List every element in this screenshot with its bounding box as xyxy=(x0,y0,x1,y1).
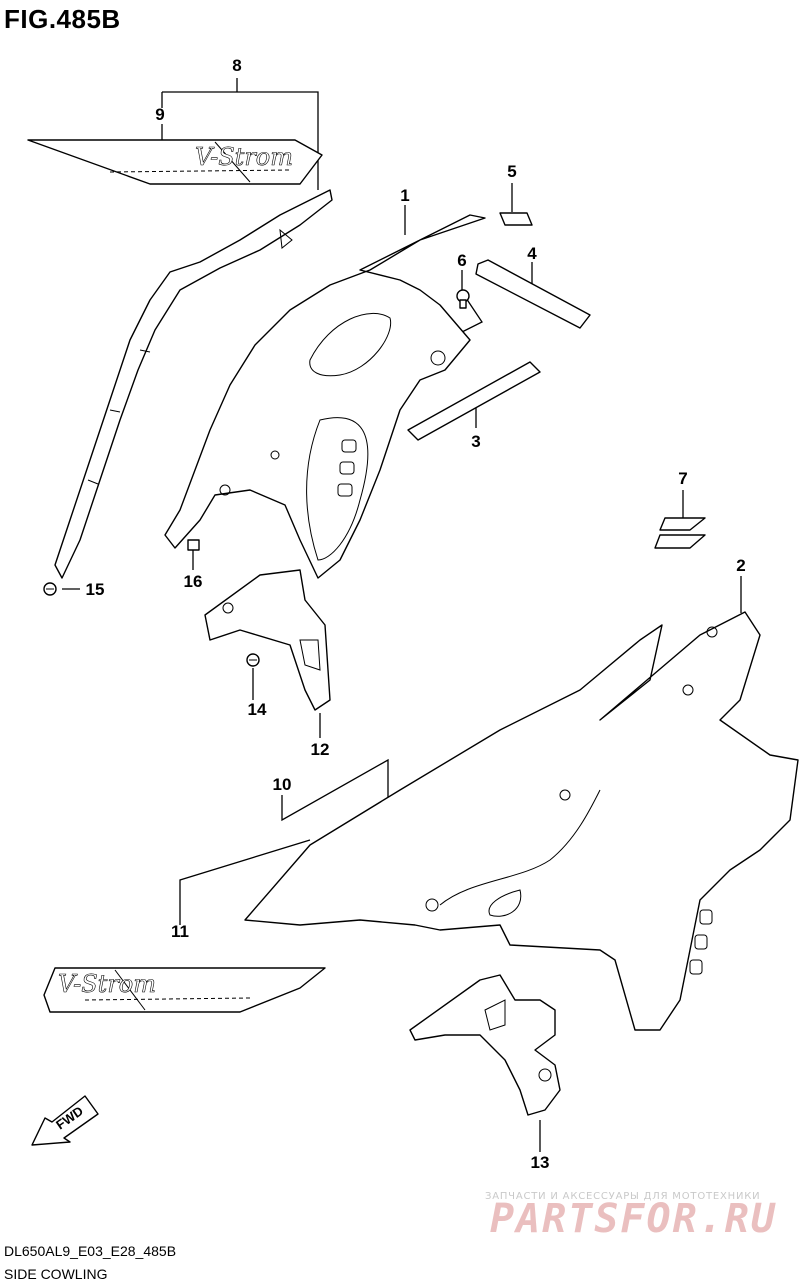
callout-15: 15 xyxy=(85,580,105,599)
pad-part-5 xyxy=(499,212,533,226)
callout-4: 4 xyxy=(527,244,537,263)
lower-decal-part-11 xyxy=(43,967,326,1013)
callout-8: 8 xyxy=(232,56,242,75)
callout-10: 10 xyxy=(272,775,292,794)
callout-5: 5 xyxy=(507,162,517,181)
callout-11: 11 xyxy=(171,922,189,941)
side-cowling-part-1 xyxy=(164,214,486,579)
screw-part-14 xyxy=(246,653,260,667)
upper-decal-part-9 xyxy=(27,139,323,185)
callout-9: 9 xyxy=(155,105,165,124)
callout-16: 16 xyxy=(183,572,203,591)
watermark-brand: PARTSFOR.RU xyxy=(490,1196,777,1242)
callout-13: 13 xyxy=(530,1153,550,1172)
leader-lines xyxy=(62,78,742,1152)
callout-1: 1 xyxy=(400,186,410,205)
callout-2: 2 xyxy=(736,556,746,575)
side-cowling-part-2 xyxy=(244,611,799,1031)
callout-14: 14 xyxy=(247,700,267,719)
trim-strip-part-8 xyxy=(54,189,333,579)
upper-decal-text: V-Strom xyxy=(195,143,293,171)
lower-decal-text: V-Strom xyxy=(58,970,156,998)
emblem-part-7 xyxy=(654,517,706,549)
callout-3: 3 xyxy=(471,432,481,451)
bolt-part-6 xyxy=(456,289,470,309)
figure-name: SIDE COWLING xyxy=(4,1266,108,1282)
figure-code: DL650AL9_E03_E28_485B xyxy=(4,1243,177,1259)
foam-strip-part-3 xyxy=(407,361,541,441)
watermark-tagline: ЗАПЧАСТИ И АКСЕССУАРЫ ДЛЯ МОТОТЕХНИКИ xyxy=(485,1191,761,1202)
forward-arrow-icon xyxy=(31,1095,99,1146)
clip-part-16 xyxy=(187,539,200,551)
callout-12: 12 xyxy=(310,740,330,759)
callout-7: 7 xyxy=(678,469,688,488)
callout-6: 6 xyxy=(457,251,467,270)
figure-title: FIG.485B xyxy=(4,4,121,34)
foam-strip-part-4 xyxy=(475,259,591,329)
bracket-part-13 xyxy=(409,974,561,1116)
bracket-part-12 xyxy=(204,569,331,711)
screw-part-15 xyxy=(43,582,57,596)
